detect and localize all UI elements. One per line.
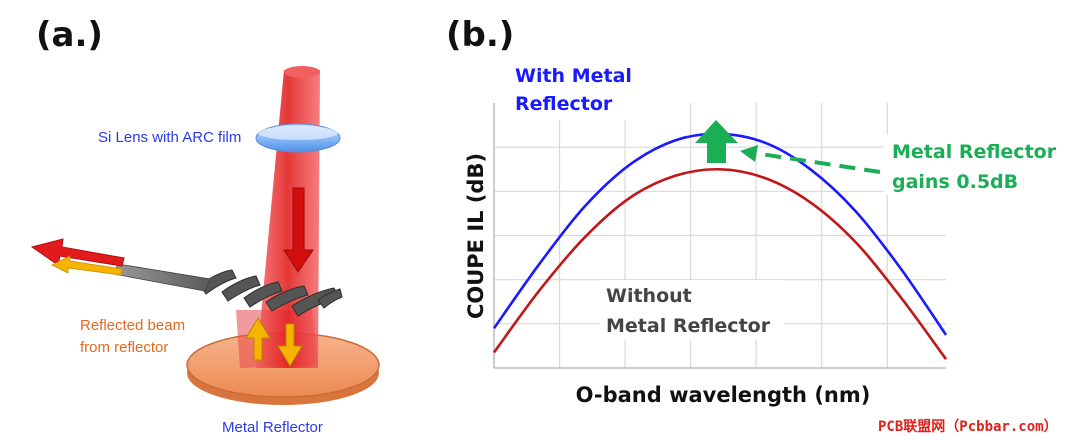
with-label-line2: Reflector — [515, 93, 613, 115]
down-arrow-icon — [283, 187, 314, 273]
with-label-line1: With Metal — [515, 65, 632, 87]
series-without-reflector-line — [492, 167, 948, 360]
reflected-beam-label-line2: from reflector — [80, 339, 168, 356]
reflection-down-arrow-icon — [277, 323, 303, 367]
gain-label-bg — [884, 135, 1064, 195]
panel-a: (a.) — [30, 15, 380, 436]
output-arrow-icon — [30, 238, 125, 276]
gain-label-line1: Metal Reflector — [892, 141, 1057, 163]
panel-b: (b.) COUPE IL (dB) O-band wavelength (nm… — [446, 15, 1064, 407]
grating-coupler — [199, 269, 343, 317]
metal-reflector-label: Metal Reflector — [222, 419, 323, 436]
x-axis-title: O-band wavelength (nm) — [576, 383, 871, 407]
y-axis-title: COUPE IL (dB) — [464, 153, 488, 319]
si-lens — [255, 123, 341, 153]
gain-pointer-arrow — [740, 145, 881, 174]
reflected-beam-label-line1: Reflected beam — [80, 317, 185, 334]
without-label-line2: Metal Reflector — [606, 315, 771, 337]
reflection-up-arrow-icon — [245, 317, 271, 361]
panel-b-label: (b.) — [446, 15, 514, 55]
panel-a-label: (a.) — [36, 15, 103, 55]
incident-beam — [256, 66, 320, 368]
gain-label-line2: gains 0.5dB — [892, 171, 1018, 193]
without-label-bg — [600, 280, 784, 340]
without-label-line1: Without — [606, 285, 692, 307]
gain-up-arrow-icon — [695, 120, 738, 163]
watermark: PCB联盟网（Pcbbar.com） — [878, 419, 1058, 435]
with-label-bg — [505, 60, 655, 120]
waveguide — [113, 263, 211, 292]
lens-label: Si Lens with ARC film — [98, 129, 241, 146]
